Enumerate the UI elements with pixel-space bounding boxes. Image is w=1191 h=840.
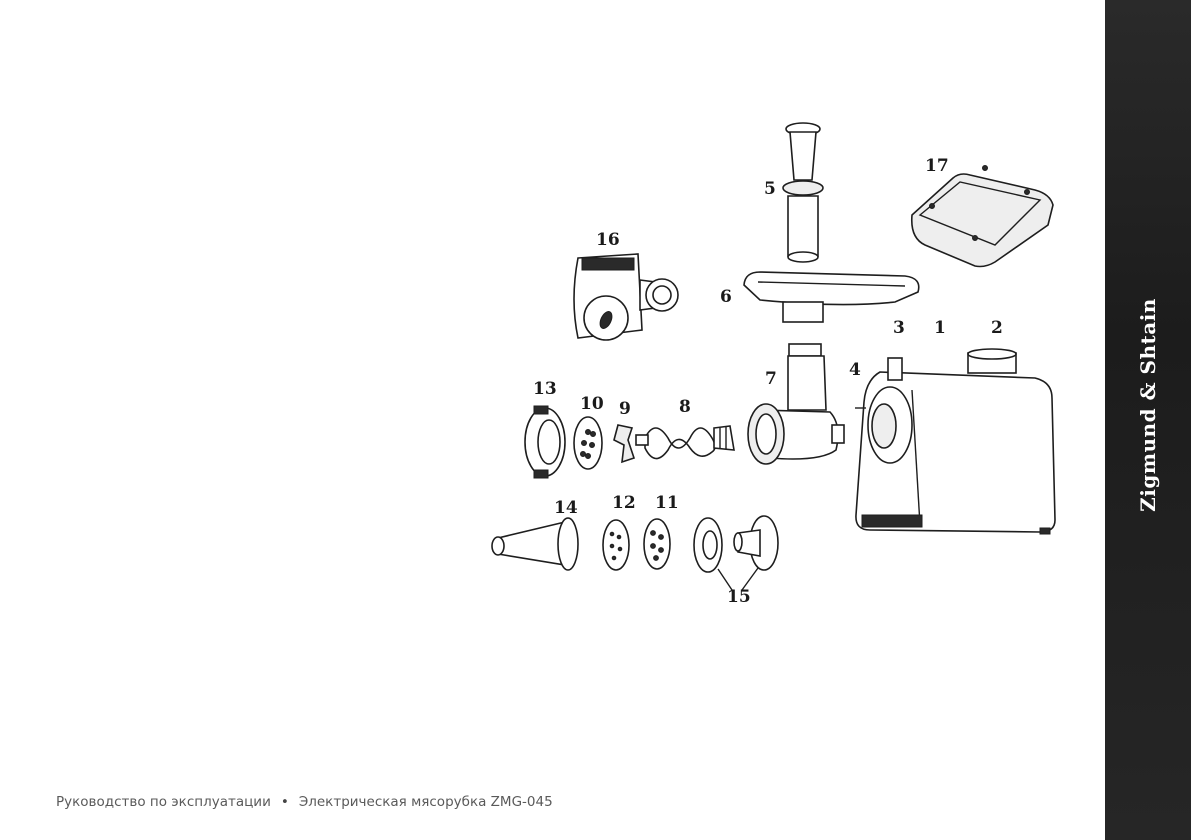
label-part-10: 10 (580, 394, 604, 414)
part-sausage-tube (492, 518, 578, 570)
footer-product-name: Электрическая мясорубка ZMG-045 (299, 794, 553, 810)
footer-manual-title: Руководство по эксплуатации (56, 794, 271, 810)
label-part-15: 15 (727, 587, 751, 607)
label-part-1: 1 (934, 318, 946, 338)
part-tray (744, 272, 919, 322)
part-grater (574, 254, 678, 340)
page-footer: Руководство по эксплуатации • Электрическа… (56, 794, 553, 810)
label-part-13: 13 (533, 379, 557, 399)
part-cover (912, 166, 1053, 267)
label-part-7: 7 (765, 369, 777, 389)
label-part-5: 5 (764, 179, 776, 199)
label-part-9: 9 (619, 399, 631, 419)
label-part-14: 14 (554, 498, 578, 518)
part-plate-11 (644, 519, 670, 569)
part-ring-nut (525, 406, 565, 478)
part-plate-10 (574, 417, 602, 469)
part-plate-12 (603, 520, 629, 570)
label-part-12: 12 (612, 493, 636, 513)
part-pusher (783, 123, 823, 262)
label-part-8: 8 (679, 397, 691, 417)
part-blade (614, 425, 634, 462)
footer-bullet: • (281, 794, 289, 810)
part-grinder-head (748, 344, 844, 464)
part-motor-block (855, 349, 1055, 534)
exploded-parts-diagram: 1 2 3 4 5 6 7 8 9 10 11 12 13 14 15 16 1… (0, 0, 1100, 840)
label-part-2: 2 (991, 318, 1003, 338)
brand-logo: Zigmund & Shtain (1136, 298, 1160, 512)
part-kebbe (694, 516, 778, 590)
label-part-6: 6 (720, 287, 732, 307)
label-part-17: 17 (925, 156, 949, 176)
part-auger (636, 426, 734, 459)
label-part-4: 4 (849, 360, 861, 380)
label-part-11: 11 (655, 493, 679, 513)
label-part-16: 16 (596, 230, 620, 250)
label-part-3: 3 (893, 318, 905, 338)
